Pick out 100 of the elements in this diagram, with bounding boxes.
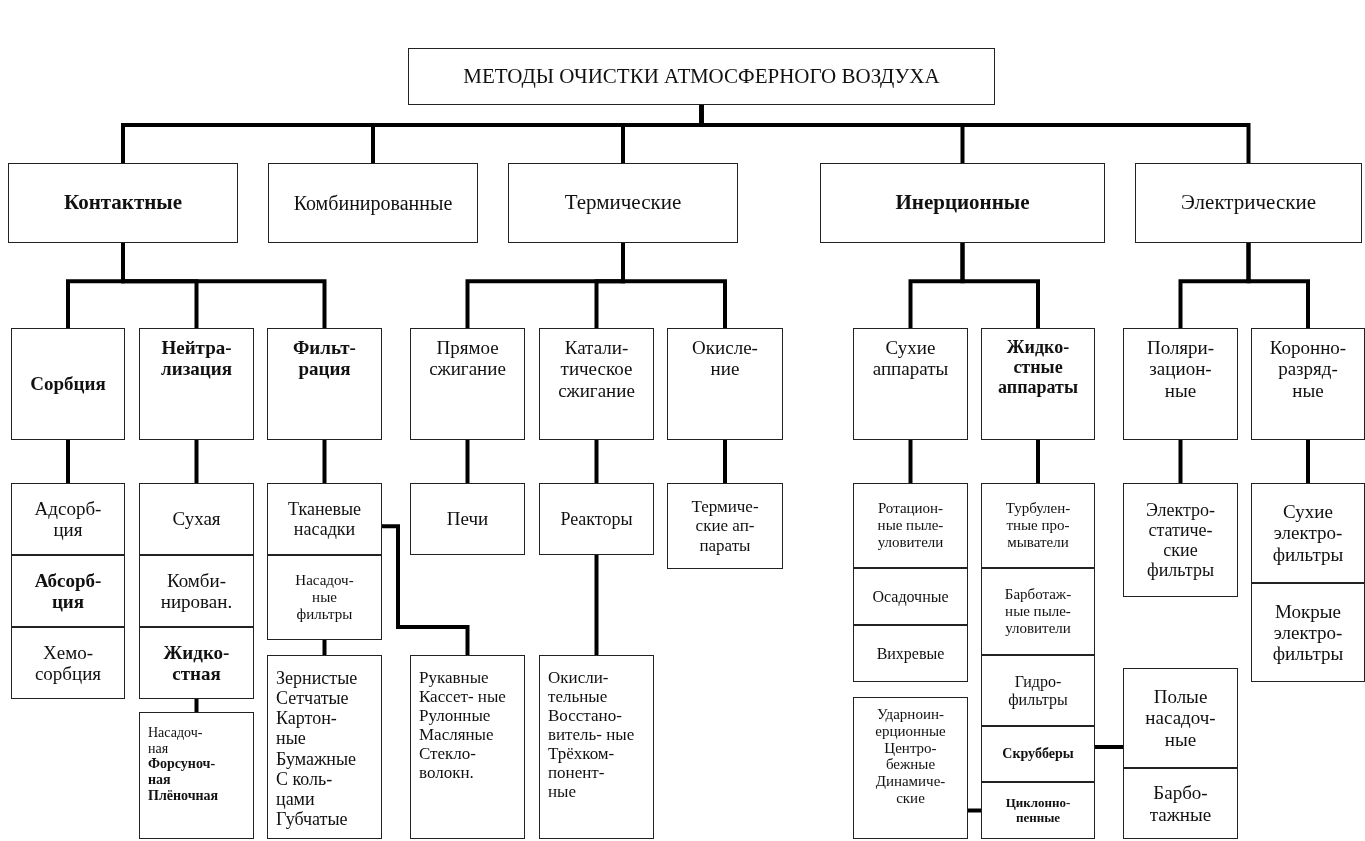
connector-line <box>322 640 327 655</box>
connector-line <box>322 440 327 483</box>
box-label: Тканевые насадки <box>286 498 363 540</box>
box-label: Реакторы <box>560 508 633 530</box>
box-label: Коронно- разряд- ные <box>1268 337 1348 401</box>
connector-line <box>594 440 599 483</box>
box-label: Фильт- рация <box>292 337 357 380</box>
box-label: Гидро- фильтры <box>1007 672 1069 709</box>
box-label: Адсорб- ция <box>33 497 103 541</box>
box-label: Насадоч- ные фильтры <box>294 572 355 623</box>
category-box <box>268 163 478 243</box>
box-label: Жидко- стные аппараты <box>997 337 1079 398</box>
box-label: Сухие электро- фильтры <box>1271 501 1345 565</box>
connector-line <box>194 699 199 712</box>
box-label: МЕТОДЫ ОЧИСТКИ АТМОСФЕРНОГО ВОЗДУХА <box>463 64 940 89</box>
connector-line <box>121 243 327 328</box>
box-label: Полые насадоч- ные <box>1144 686 1217 750</box>
connector-line <box>66 440 70 483</box>
box-label: Ударноин- ерционные Центро- бежные Динамиче- ские <box>874 706 947 807</box>
connector-line <box>1036 440 1040 483</box>
box-label: Хемо- сорбция <box>33 641 103 685</box>
category-box <box>410 655 525 839</box>
category-box <box>1123 328 1238 440</box>
category-box <box>981 328 1095 440</box>
box-label: Ротацион- ные пыле- уловители <box>876 500 945 551</box>
connector-line <box>194 440 199 483</box>
category-box <box>139 328 254 440</box>
category-box <box>820 163 1105 243</box>
category-box <box>981 655 1095 726</box>
box-label: Абсорб- ция <box>33 569 103 613</box>
category-box <box>667 328 783 440</box>
connector-line <box>699 105 1251 163</box>
category-box <box>853 328 968 440</box>
category-box <box>139 712 254 839</box>
box-label: Осадочные <box>872 587 949 606</box>
box-label: Катали- тическое сжигание <box>557 337 636 401</box>
category-box <box>981 782 1095 839</box>
category-box <box>139 483 254 555</box>
box-label: Контактные <box>63 191 183 215</box>
box-label: Прямое сжигание <box>428 337 507 380</box>
connector-line <box>968 808 981 813</box>
connector-line <box>723 440 727 483</box>
box-label: Рукавные Кассет- ные Рулонные Масляные Стекло- волокн. <box>419 668 507 783</box>
category-box <box>410 328 525 440</box>
box-label: Печи <box>446 508 489 530</box>
category-box <box>1135 163 1362 243</box>
category-box <box>1251 583 1365 682</box>
category-box <box>539 328 654 440</box>
category-box <box>267 483 382 555</box>
box-label: Сухие аппараты <box>871 337 950 380</box>
category-box <box>1123 483 1238 597</box>
category-box <box>981 483 1095 568</box>
box-label: Циклонно- пенные <box>1004 795 1072 826</box>
box-label: Жидко- стная <box>162 641 231 685</box>
box-label: Окисли- тельные Восстано- витель- ные Трёхком- понент- ные <box>548 668 636 802</box>
category-box <box>1251 328 1365 440</box>
category-box <box>11 483 125 555</box>
box-label: Термиче- ские ап- параты <box>690 497 760 555</box>
category-box <box>139 555 254 627</box>
category-box <box>539 655 654 839</box>
connector-line <box>594 555 599 655</box>
category-box <box>539 483 654 555</box>
box-label: Скрубберы <box>1002 746 1074 762</box>
category-box <box>853 568 968 625</box>
box-label: Нейтра- лизация <box>160 337 233 380</box>
category-box <box>267 655 382 839</box>
connector-line <box>382 524 470 655</box>
connector-line <box>1095 745 1123 749</box>
category-box <box>508 163 738 243</box>
category-box <box>410 483 525 555</box>
category-box <box>853 483 968 568</box>
box-label: Насадоч- ная Форсуноч- ная Плёночная <box>148 725 220 804</box>
box-label: Турбулен- тные про- мыватели <box>1004 500 1072 551</box>
box-label: Барботаж- ные пыле- уловители <box>1003 586 1073 637</box>
connector-line <box>1246 243 1310 328</box>
category-box <box>981 568 1095 655</box>
connector-line <box>960 243 1040 328</box>
box-label: Термические <box>564 191 682 215</box>
category-box <box>267 328 382 440</box>
box-label: Зернистые Сетчатые Картон- ные Бумажные С коль- цами Губчатые <box>276 668 359 830</box>
category-box <box>267 555 382 640</box>
category-box <box>853 697 968 839</box>
connector-line <box>1306 440 1310 483</box>
box-label: Инерционные <box>895 191 1030 215</box>
connector-line <box>465 440 470 483</box>
box-label: Мокрые электро- фильтры <box>1271 600 1345 665</box>
box-label: Сухая <box>172 508 221 530</box>
category-box <box>139 627 254 699</box>
box-label: Электрические <box>1181 191 1316 215</box>
box-label: Комбинированные <box>293 191 453 215</box>
category-box <box>1123 768 1238 839</box>
box-label: Поляри- зацион- ные <box>1145 337 1216 401</box>
category-box <box>11 328 125 440</box>
box-label: Сорбция <box>30 373 106 395</box>
category-box <box>853 625 968 682</box>
box-label: Вихревые <box>876 644 945 663</box>
title-box <box>408 48 995 105</box>
category-box <box>667 483 783 569</box>
box-label: Комби- нирован. <box>159 569 234 613</box>
category-box <box>981 726 1095 782</box>
